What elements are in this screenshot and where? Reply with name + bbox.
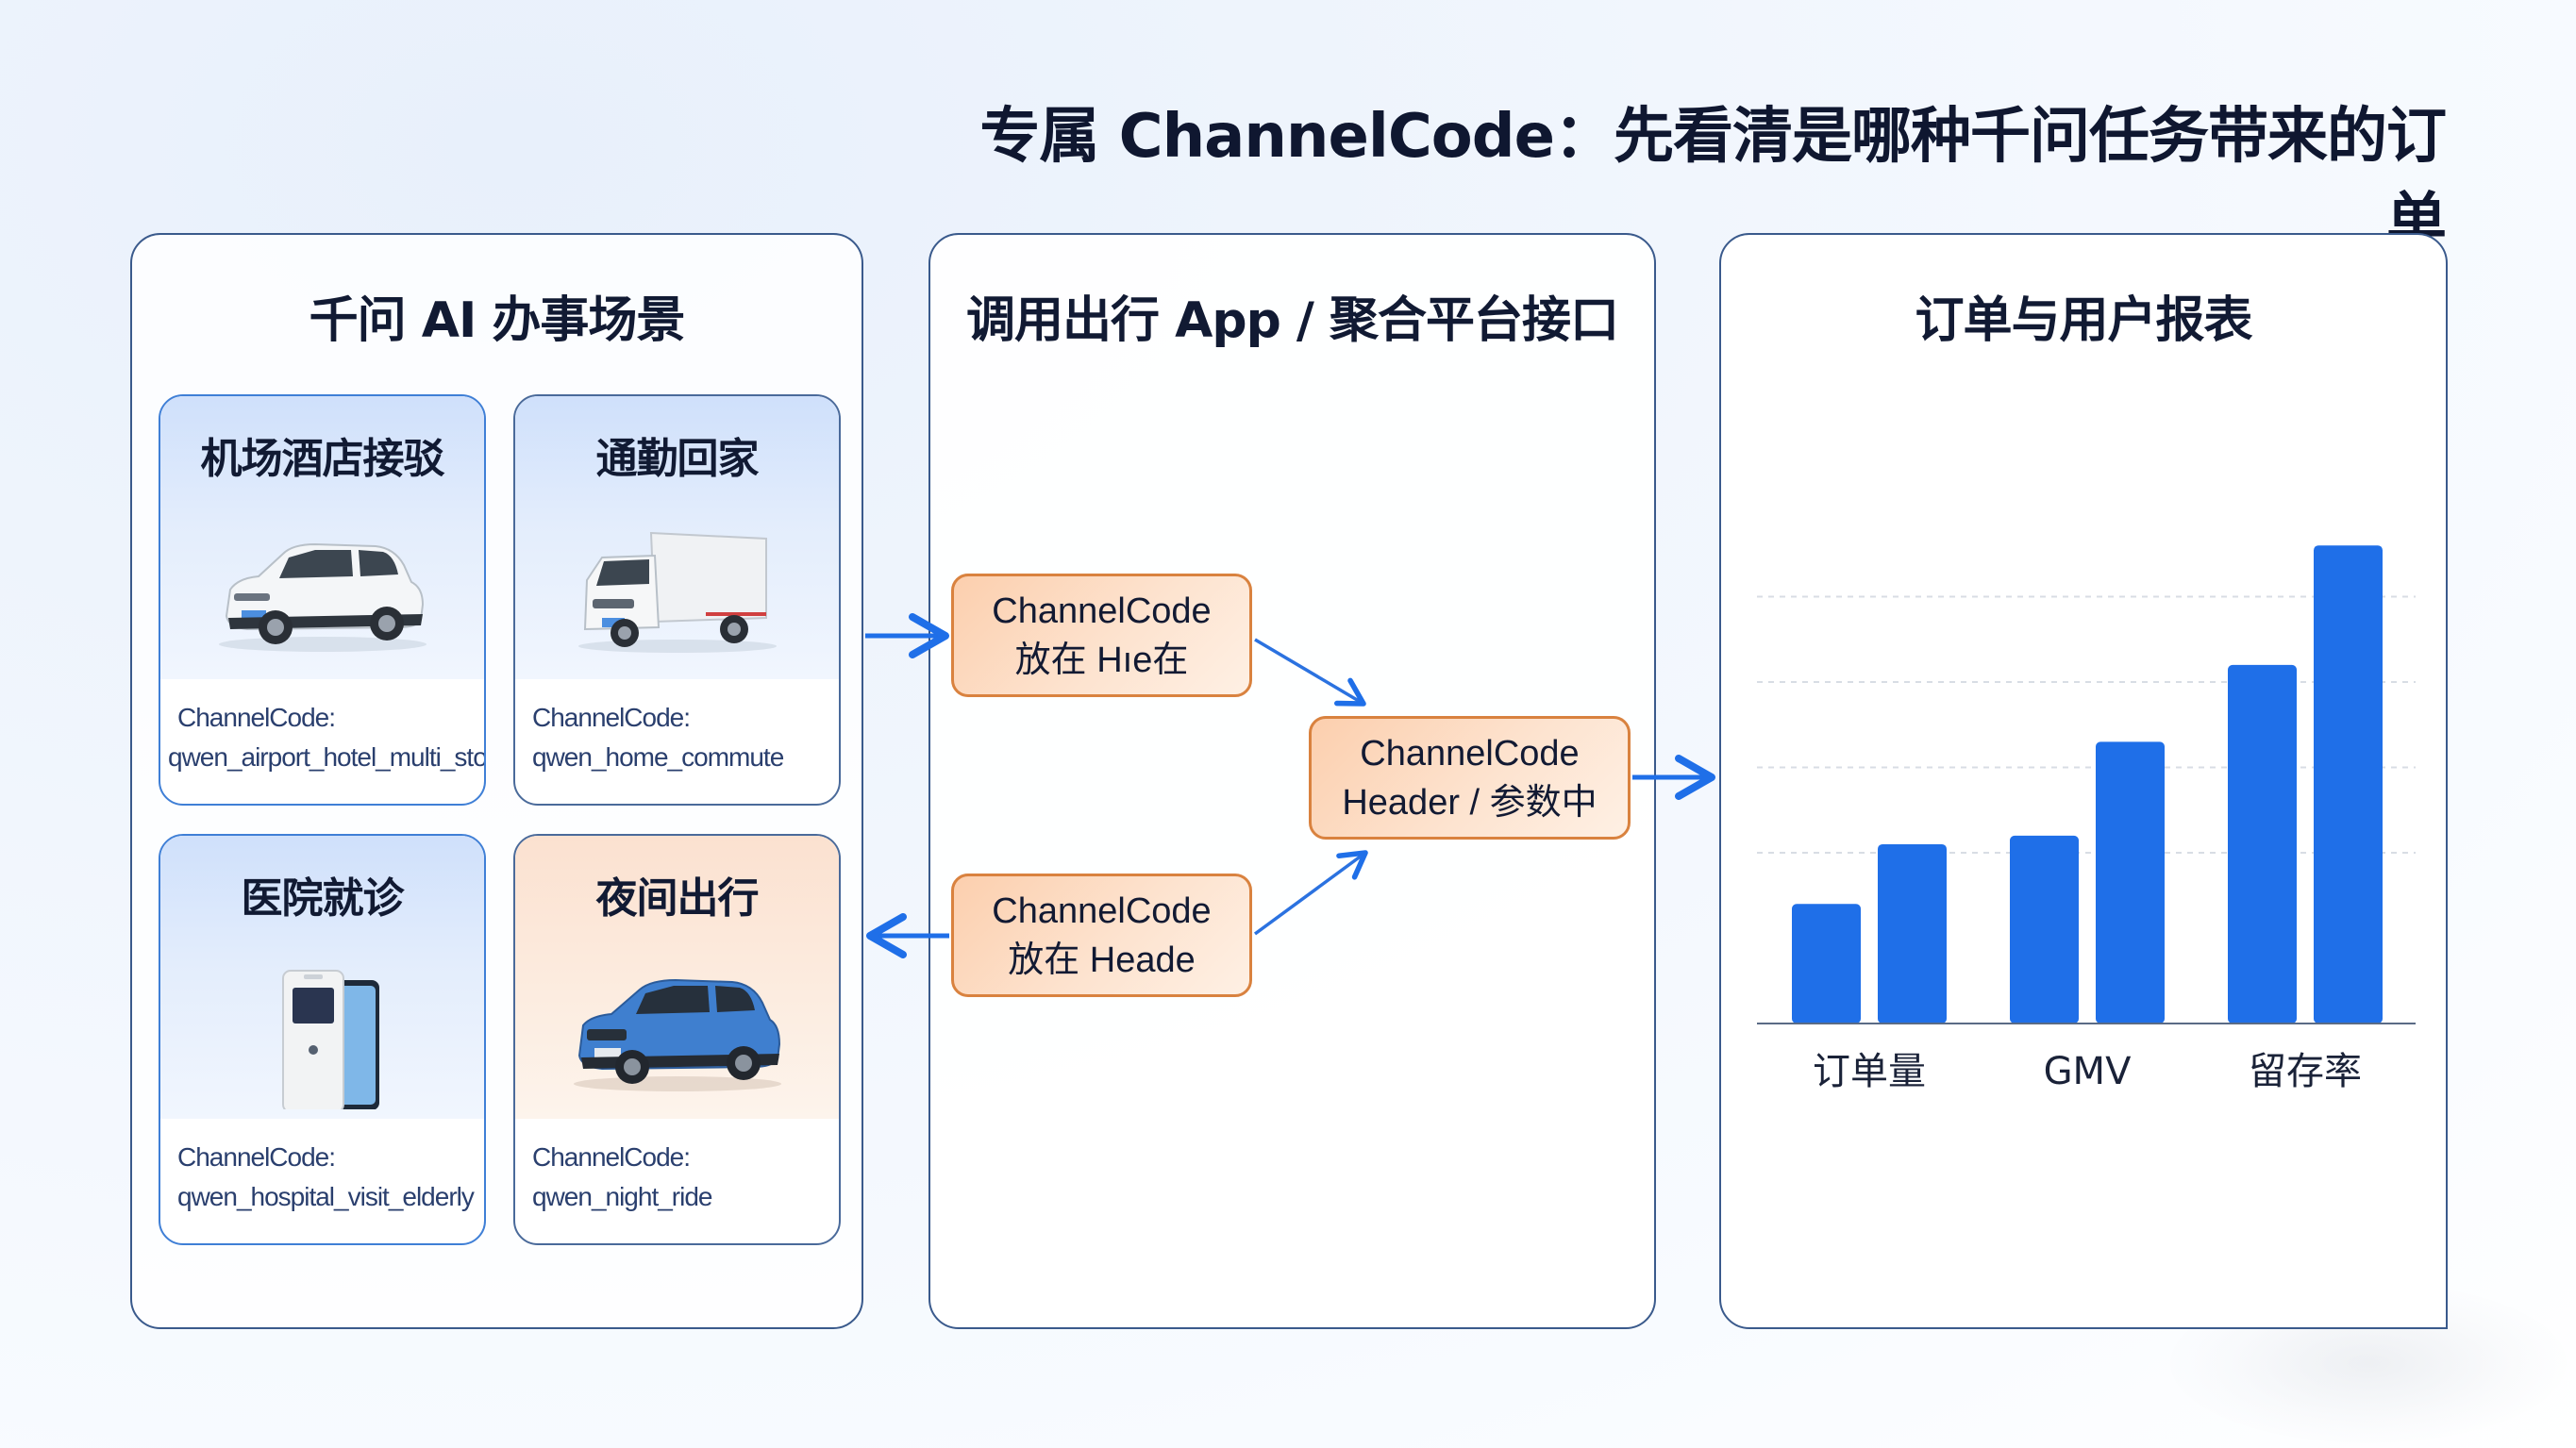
chart-x-tick-label: GMV (2044, 1050, 2133, 1093)
blue-suv-icon (573, 978, 781, 1091)
chart-bar-2-2 (2096, 741, 2165, 1024)
card-title: 医院就诊 (241, 874, 405, 923)
chart-bar-3-2 (2314, 545, 2383, 1024)
chart-x-tick-label: 订单量 (1813, 1050, 1926, 1093)
card-image-area (515, 836, 839, 1119)
channelcode-header-param-box[interactable]: ChannelCode Header / 参数中 (1309, 716, 1631, 840)
channel-code-value: qwen_hospital_visit_elderly (177, 1182, 475, 1211)
channel-code-value: qwen_airport_hotel_multi_stop (168, 742, 486, 772)
channel-code-label: ChannelCode: (177, 703, 336, 732)
channel-code-text: ChannelCode: qwen_home_commute (532, 698, 835, 777)
scenario-card-hospital-visit[interactable]: 医院就诊 ChannelCode: qwen_hospital_visit_el… (159, 834, 486, 1245)
card-title: 夜间出行 (595, 874, 760, 923)
card-image-area (160, 396, 484, 679)
channel-code-label: ChannelCode: (532, 1142, 691, 1172)
white-truck-icon (577, 531, 777, 653)
api-panel-title: 调用出行 App / 聚合平台接口 (966, 292, 1619, 349)
channel-code-text: ChannelCode: qwen_night_ride (532, 1138, 835, 1217)
page-title: 专属 ChannelCode：先看清是哪种千问任务带来的订单 (979, 102, 2447, 257)
scenarios-panel-title: 千问 AI 办事场景 (309, 292, 686, 349)
channelcode-header-box-bottom[interactable]: ChannelCode 放在 Heade (951, 874, 1252, 997)
medical-device-phone-icon (281, 970, 379, 1109)
channel-code-text: ChannelCode: qwen_airport_hotel_multi_st… (168, 698, 484, 777)
channel-code-value: qwen_home_commute (532, 742, 784, 772)
channel-code-text: ChannelCode: qwen_hospital_visit_elderly (177, 1138, 480, 1217)
report-panel-title: 订单与用户报表 (1915, 292, 2252, 349)
flow-box-line2: 放在 Heade (1008, 940, 1196, 980)
white-suv-icon (218, 542, 427, 652)
flow-box-line2: 放在 Hıe在 (1014, 640, 1189, 680)
chart-bar-2-1 (2010, 835, 2079, 1024)
chart-x-tick-label: 留存率 (2249, 1050, 2362, 1093)
flow-box-line1: ChannelCode (992, 890, 1212, 931)
channel-code-label: ChannelCode: (177, 1142, 336, 1172)
scenario-card-night-ride[interactable]: 夜间出行 ChannelCode: qwen_night_ride (513, 834, 841, 1245)
channelcode-header-box-top[interactable]: ChannelCode 放在 Hıe在 (951, 574, 1252, 697)
card-title: 机场酒店接驳 (200, 435, 445, 483)
flow-box-line1: ChannelCode (1360, 733, 1580, 774)
scenario-card-home-commute[interactable]: 通勤回家 ChannelCode: qwen_home_commute (513, 394, 841, 806)
chart-bar-1-1 (1792, 904, 1861, 1024)
chart-bar-3-1 (2228, 664, 2297, 1024)
chart-bar-1-2 (1878, 843, 1947, 1024)
flow-box-line2: Header / 参数中 (1342, 782, 1597, 823)
scenario-card-airport-hotel[interactable]: 机场酒店接驳 ChannelCode: qwen_airport_hotel_m… (159, 394, 486, 806)
card-title: 通勤回家 (595, 435, 760, 483)
channel-code-value: qwen_night_ride (532, 1182, 713, 1211)
flow-box-line1: ChannelCode (992, 591, 1212, 631)
channel-code-label: ChannelCode: (532, 703, 691, 732)
